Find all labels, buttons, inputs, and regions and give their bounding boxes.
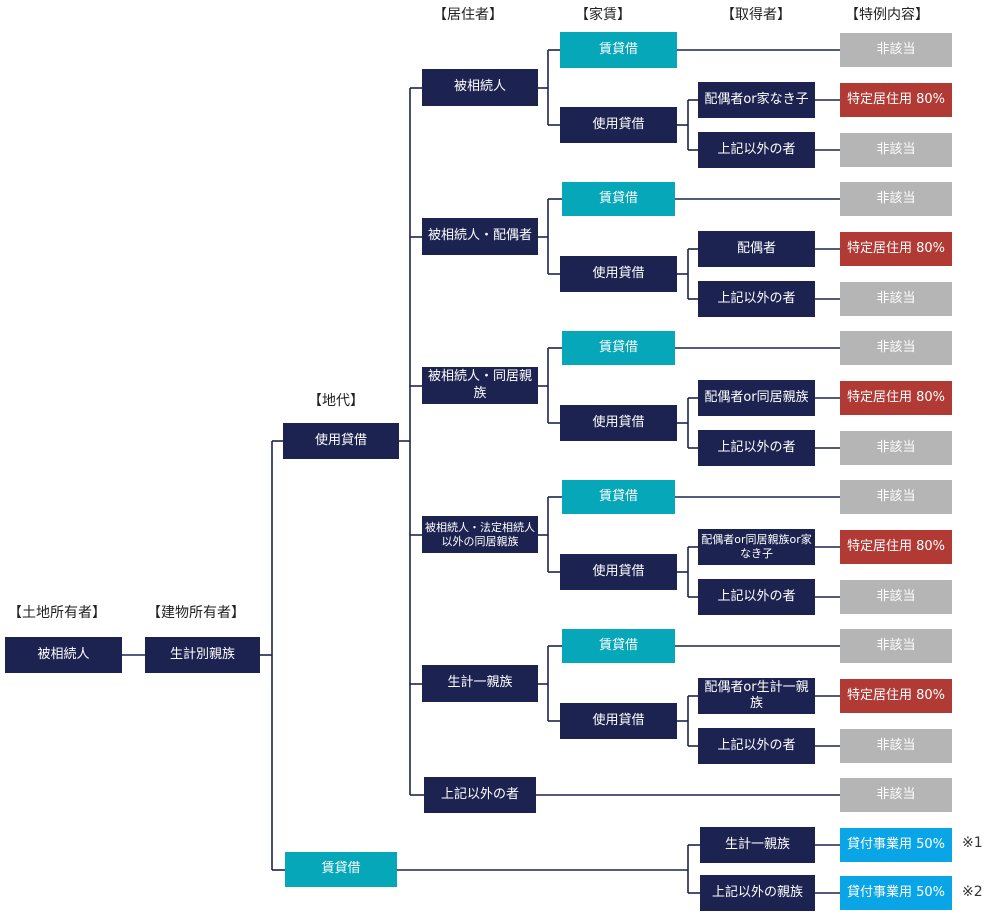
header-acquirer: 【取得者】	[721, 7, 791, 23]
result-not-applicable: 非該当	[840, 282, 952, 316]
acquirer-node: 上記以外の者	[698, 281, 815, 317]
house-rent-use-loan-node: 使用貸借	[560, 554, 677, 590]
result-not-applicable: 非該当	[840, 480, 952, 514]
land-rent-lease-node: 賃貸借	[285, 852, 397, 887]
house-rent-lease-node: 賃貸借	[562, 331, 675, 365]
header-land-owner: 【土地所有者】	[8, 605, 106, 621]
house-rent-use-loan-node: 使用貸借	[560, 405, 677, 441]
header-house-rent: 【家賃】	[575, 7, 631, 23]
house-rent-lease-node: 賃貸借	[562, 182, 675, 216]
resident-node: 被相続人・法定相続人以外の同居親族	[422, 516, 538, 553]
other-resident-node: 上記以外の者	[424, 777, 536, 813]
resident-node: 被相続人	[422, 69, 538, 106]
resident-node: 生計一親族	[422, 665, 538, 702]
house-rent-lease-node: 賃貸借	[562, 480, 675, 514]
result-not-applicable: 非該当	[840, 580, 952, 614]
acquirer-node: 上記以外の者	[698, 579, 815, 615]
building-owner-node: 生計別親族	[145, 637, 260, 673]
header-special-content: 【特例内容】	[845, 7, 929, 23]
result-specific-residential: 特定居住用 80%	[840, 83, 952, 117]
result-specific-residential: 特定居住用 80%	[840, 381, 952, 415]
result-specific-residential: 特定居住用 80%	[840, 530, 952, 564]
house-rent-use-loan-node: 使用貸借	[560, 107, 677, 143]
result-not-applicable: 非該当	[840, 33, 952, 67]
land-owner-node: 被相続人	[5, 637, 122, 673]
acquirer-node: 生計一親族	[700, 827, 815, 863]
result-not-applicable: 非該当	[840, 182, 952, 216]
land-rent-use-loan-node: 使用貸借	[283, 423, 399, 459]
acquirer-node: 配偶者or同居親族	[698, 380, 815, 416]
result-rental-business: 貸付事業用 50%	[840, 876, 952, 910]
acquirer-node: 配偶者or家なき子	[698, 82, 815, 118]
acquirer-node: 上記以外の者	[698, 132, 815, 168]
result-rental-business: 貸付事業用 50%	[840, 828, 952, 862]
house-rent-lease-node: 賃貸借	[562, 629, 675, 663]
result-specific-residential: 特定居住用 80%	[840, 679, 952, 713]
resident-node: 被相続人・配偶者	[422, 218, 538, 255]
result-not-applicable: 非該当	[840, 133, 952, 167]
footnote-mark: ※1	[962, 835, 983, 851]
acquirer-node: 上記以外の者	[698, 728, 815, 764]
result-not-applicable: 非該当	[840, 729, 952, 763]
acquirer-node: 配偶者or同居親族or家なき子	[698, 529, 815, 565]
header-resident: 【居住者】	[433, 7, 503, 23]
footnote-mark: ※2	[962, 884, 983, 900]
acquirer-node: 配偶者	[698, 231, 815, 267]
result-not-applicable: 非該当	[840, 331, 952, 365]
resident-node: 被相続人・同居親族	[422, 367, 538, 404]
header-building-owner: 【建物所有者】	[147, 605, 245, 621]
result-not-applicable: 非該当	[840, 431, 952, 465]
result-not-applicable: 非該当	[840, 778, 952, 812]
house-rent-use-loan-node: 使用貸借	[560, 703, 677, 739]
acquirer-node: 上記以外の者	[698, 430, 815, 466]
result-specific-residential: 特定居住用 80%	[840, 232, 952, 266]
header-land-rent: 【地代】	[308, 393, 364, 409]
house-rent-use-loan-node: 使用貸借	[560, 256, 677, 292]
acquirer-node: 配偶者or生計一親族	[698, 678, 815, 714]
house-rent-lease-node: 賃貸借	[560, 32, 677, 68]
result-not-applicable: 非該当	[840, 629, 952, 663]
acquirer-node: 上記以外の親族	[700, 875, 815, 911]
